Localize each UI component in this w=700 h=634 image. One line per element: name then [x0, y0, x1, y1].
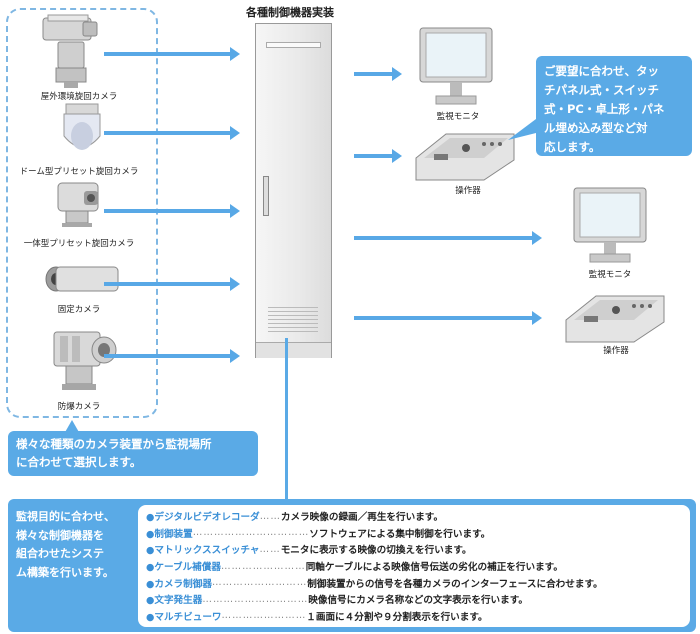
device-description: モニタに表示する映像の切換えを行います。 [280, 545, 472, 557]
intro-line: 監視目的に合わせ、 [16, 510, 115, 523]
camera-label: 防爆カメラ [57, 402, 101, 412]
controller-icon [415, 133, 515, 181]
cabinet-title: 各種制御機器実装 [246, 6, 334, 19]
device-leader: …………………………… [192, 527, 310, 539]
callout-pointer [64, 420, 80, 434]
controller-label: 操作器 [455, 186, 481, 196]
signal-arrow [354, 149, 402, 163]
system-intro: 監視目的に合わせ、 様々な制御機器を 組合わせたシステ ム構築を行います。 [16, 508, 134, 582]
dome-camera-icon [63, 103, 101, 150]
signal-arrow [354, 231, 542, 245]
signal-arrow [104, 126, 240, 140]
device-description: １画面に４分割や９分割表示を行います。 [306, 611, 488, 623]
device-leader: …………………… [220, 560, 306, 572]
device-row: ●文字発生器 ………………………… 映像信号にカメラ名称などの文字表示を行います… [146, 591, 682, 608]
device-row: ●ケーブル補償器 …………………… 同軸ケーブルによる映像信号伝送の劣化の補正を… [146, 558, 682, 575]
device-row: ●カメラ制御器 ……………………… 制御装置からの信号を各種カメラのインターフェ… [146, 574, 682, 591]
signal-arrow [104, 349, 240, 363]
camera-selection-callout: 様々な種類のカメラ装置から監視場所 に合わせて選択します。 [8, 431, 258, 476]
device-name: ●マトリックススイッチャ [146, 545, 260, 557]
cabinet-connector-line [285, 338, 288, 503]
signal-arrow [354, 311, 542, 325]
device-name: ●カメラ制御器 [146, 578, 212, 590]
monitor-icon [419, 27, 493, 105]
fixed-camera-icon [45, 266, 119, 292]
integrated-preset-camera-icon [57, 182, 99, 227]
device-description: 制御装置からの信号を各種カメラのインターフェースに合わせます。 [307, 578, 603, 590]
callout-line: 式・PC・卓上形・パネ [544, 102, 665, 116]
device-description: ソフトウェアによる集中制御を行います。 [309, 528, 491, 540]
camera-label: 一体型プリセット旋回カメラ [23, 239, 135, 249]
device-leader: ……………………… [211, 577, 308, 589]
intro-line: ム構築を行います。 [16, 565, 114, 579]
device-name: ●制御装置 [146, 528, 193, 540]
device-leader: …… [259, 543, 281, 555]
monitor-label: 監視モニタ [588, 270, 632, 280]
callout-line: 様々な種類のカメラ装置から監視場所 [16, 437, 212, 451]
controller-label: 操作器 [603, 346, 629, 356]
callout-line: チパネル式・スイッチ [544, 83, 659, 97]
callout-line: ご要望に合わせ、タッ [544, 64, 659, 78]
device-name: ●マルチビューワ [146, 611, 222, 623]
monitor-label: 監視モニタ [436, 112, 480, 122]
device-description: カメラ映像の録画／再生を行います。 [280, 512, 444, 524]
callout-line: に合わせて選択します。 [16, 455, 142, 469]
callout-pointer [508, 116, 540, 140]
controller-icon [565, 295, 665, 343]
explosion-proof-camera-icon [53, 331, 117, 390]
callout-line: ル埋め込み型など対 [544, 121, 648, 135]
device-description: 映像信号にカメラ名称などの文字表示を行います。 [308, 595, 528, 607]
device-description: 同軸ケーブルによる映像信号伝送の劣化の補正を行います。 [305, 562, 563, 574]
equipment-cabinet [255, 23, 332, 358]
panel-types-callout: ご要望に合わせ、タッ チパネル式・スイッチ 式・PC・卓上形・パネ ル埋め込み型… [536, 56, 692, 156]
device-leader: …… [259, 510, 281, 522]
device-leader: ………………………… [202, 593, 309, 605]
signal-arrow [104, 277, 240, 291]
signal-arrow [354, 67, 402, 81]
camera-label: ドーム型プリセット旋回カメラ [19, 167, 139, 177]
monitor-icon [573, 187, 647, 263]
outdoor-pan-tilt-camera-icon [42, 14, 98, 88]
device-row: ●制御装置 …………………………… ソフトウェアによる集中制御を行います。 [146, 525, 682, 542]
device-row: ●マルチビューワ …………………… １画面に４分割や９分割表示を行います。 [146, 608, 682, 625]
camera-label: 固定カメラ [57, 305, 101, 315]
intro-line: 様々な制御機器を [16, 528, 104, 542]
device-name: ●ケーブル補償器 [146, 562, 221, 574]
device-row: ●マトリックススイッチャ …… モニタに表示する映像の切換えを行います。 [146, 541, 682, 558]
device-leader: …………………… [221, 610, 307, 622]
signal-arrow [104, 204, 240, 218]
camera-group-frame [6, 8, 158, 418]
callout-line: 応します。 [544, 140, 601, 154]
camera-label: 屋外環境旋回カメラ [40, 92, 118, 102]
signal-arrow [104, 47, 240, 61]
device-name: ●デジタルビデオレコーダ [146, 512, 260, 524]
intro-line: 組合わせたシステ [16, 547, 104, 560]
device-name: ●文字発生器 [146, 595, 203, 607]
device-row: ●デジタルビデオレコーダ …… カメラ映像の録画／再生を行います。 [146, 508, 682, 525]
device-list: ●デジタルビデオレコーダ …… カメラ映像の録画／再生を行います。 ●制御装置 … [138, 505, 690, 627]
